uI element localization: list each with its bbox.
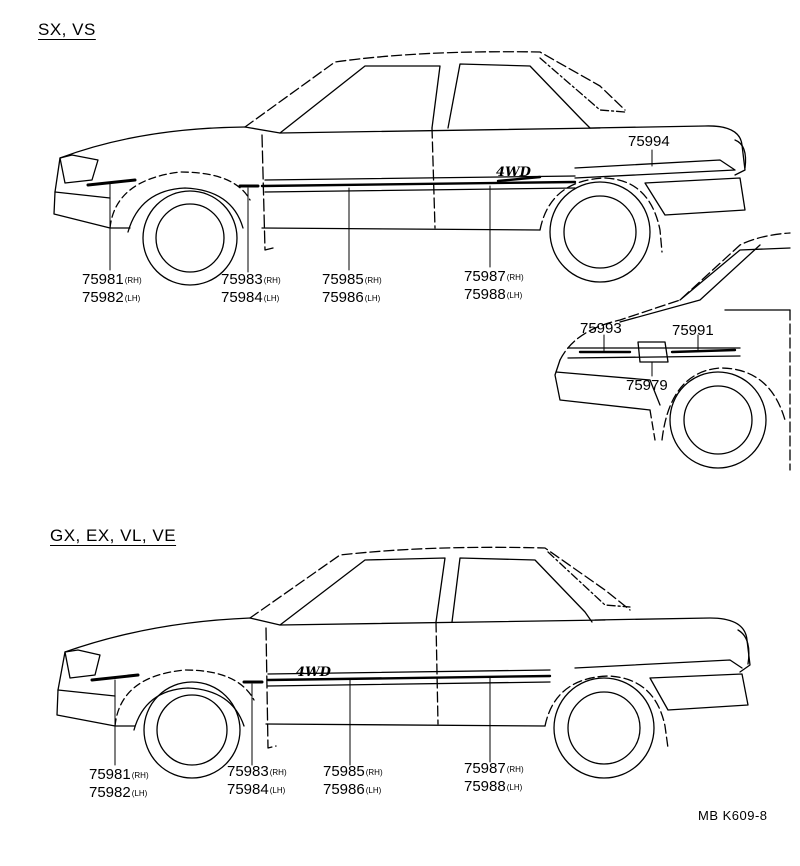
section-heading-top: SX, VS — [38, 20, 96, 39]
badge-bottom: 4WD — [296, 665, 331, 680]
badge-top: 4WD — [496, 165, 531, 180]
part-label: 75981(RH) 75982(LH) — [89, 766, 149, 801]
part-label-trunk: 75994 — [628, 133, 670, 150]
leader-lines — [109, 149, 699, 766]
part-label: 75981(RH) 75982(LH) — [82, 271, 142, 306]
bottom-car-outline — [56, 546, 751, 779]
part-label: 75987(RH) 75988(LH) — [464, 760, 524, 795]
part-label: 75983(RH) 75984(LH) — [221, 271, 281, 306]
part-label: 75985(RH) 75986(LH) — [323, 763, 383, 798]
section-heading-bottom: GX, EX, VL, VE — [50, 526, 177, 545]
rear-detail-outline — [554, 232, 791, 471]
part-label: 75983(RH) 75984(LH) — [227, 763, 287, 798]
figure-reference: MB K609-8 — [698, 808, 768, 823]
part-label-rear-right: 75991 — [672, 322, 714, 339]
part-label: 75985(RH) 75986(LH) — [322, 271, 382, 306]
top-car-outline — [53, 51, 747, 286]
part-label-rear-center: 75979 — [626, 377, 668, 394]
part-label: 75987(RH) 75988(LH) — [464, 268, 524, 303]
part-label-rear-left: 75993 — [580, 320, 622, 337]
